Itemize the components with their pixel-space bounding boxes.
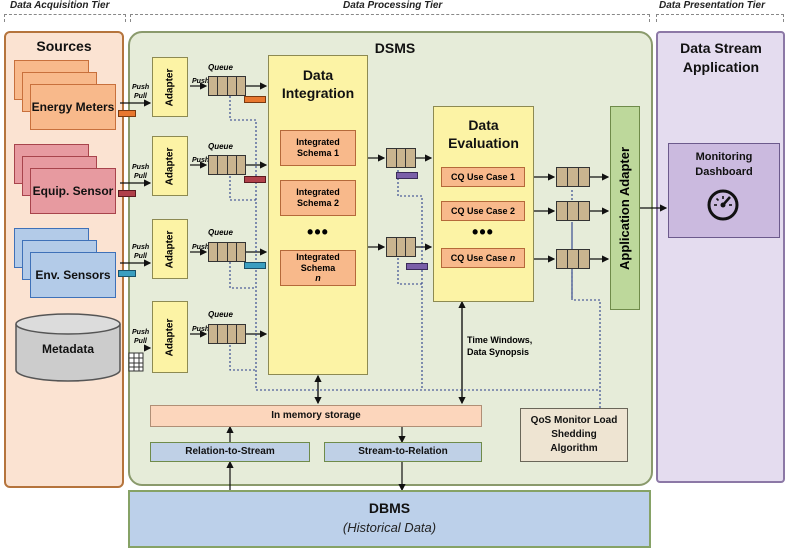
metadata-cylinder xyxy=(15,313,121,382)
schema-n-suffix: n xyxy=(315,273,321,284)
tier-label-presentation: Data Presentation Tier xyxy=(659,0,765,11)
input-queue-1 xyxy=(208,76,246,96)
qos-monitor[interactable]: QoS Monitor Load Shedding Algorithm xyxy=(520,408,628,462)
time-windows-label: Time Windows, Data Synopsis xyxy=(467,335,533,357)
application-adapter[interactable]: Application Adapter xyxy=(610,106,640,310)
cq-n-prefix: CQ Use Case xyxy=(450,252,508,263)
data-evaluation-title: Data Evaluation xyxy=(448,117,519,151)
output-queue-3 xyxy=(556,249,590,269)
dbms-title: DBMS xyxy=(368,500,411,516)
adapter-equip[interactable]: Adapter xyxy=(152,136,188,196)
queue-label-1: Queue xyxy=(208,63,233,72)
sources-title: Sources xyxy=(36,38,92,54)
equip-sensor-box: Equip. Sensor xyxy=(30,168,116,214)
queue-push-label-2: Push xyxy=(192,157,210,164)
output-queue-2 xyxy=(556,201,590,221)
queue-push-label-1: Push xyxy=(192,78,210,85)
mid-queue-tap-1 xyxy=(396,172,418,179)
dbms-panel[interactable] xyxy=(128,490,651,548)
gauge-icon xyxy=(707,189,739,221)
input-queue-4 xyxy=(208,324,246,344)
adapter-label: Adapter xyxy=(164,318,176,356)
pull-label-1: Pull xyxy=(134,93,147,100)
application-adapter-label: Application Adapter xyxy=(617,146,633,270)
metadata-table-icon xyxy=(128,352,144,372)
dbms-subtitle: (Historical Data) xyxy=(342,520,437,535)
tier-brace-acquisition xyxy=(4,14,126,22)
tier-label-acquisition: Data Acquisition Tier xyxy=(10,0,110,11)
input-queue-3 xyxy=(208,242,246,262)
mid-queue-1 xyxy=(386,148,416,168)
monitoring-dashboard-label: Monitoring Dashboard xyxy=(695,151,753,178)
env-tap xyxy=(118,270,136,277)
data-integration-title: Data Integration xyxy=(281,67,355,101)
push-label-4: Push xyxy=(132,329,150,336)
schema-ellipsis: ••• xyxy=(307,222,329,242)
relation-to-stream[interactable]: Relation-to-Stream xyxy=(150,442,310,462)
pull-label-2: Pull xyxy=(134,173,147,180)
energy-meters-box: Energy Meters xyxy=(30,84,116,130)
tier-brace-processing xyxy=(130,14,650,22)
queue-tap-2 xyxy=(244,176,266,183)
metadata-label: Metadata xyxy=(41,342,94,356)
push-label-3: Push xyxy=(132,244,150,251)
stream-to-relation[interactable]: Stream-to-Relation xyxy=(324,442,482,462)
input-queue-2 xyxy=(208,155,246,175)
cq-use-case-1[interactable]: CQ Use Case 1 xyxy=(441,167,525,187)
cq-n-suffix: n xyxy=(509,252,516,263)
queue-tap-1 xyxy=(244,96,266,103)
dsms-title: DSMS xyxy=(374,40,416,56)
pull-label-4: Pull xyxy=(134,338,147,345)
queue-push-label-4: Push xyxy=(192,326,210,333)
queue-push-label-3: Push xyxy=(192,244,210,251)
energy-tap xyxy=(118,110,136,117)
integrated-schema-1[interactable]: Integrated Schema 1 xyxy=(280,130,356,166)
push-label-1: Push xyxy=(132,84,150,91)
tier-label-processing: Data Processing Tier xyxy=(343,0,443,11)
cq-ellipsis: ••• xyxy=(472,222,494,242)
queue-label-3: Queue xyxy=(208,228,233,237)
queue-label-4: Queue xyxy=(208,310,233,319)
schema-n-prefix: Integrated Schema xyxy=(296,251,340,273)
application-title: Data Stream Application xyxy=(680,40,762,75)
push-label-2: Push xyxy=(132,164,150,171)
queue-tap-3 xyxy=(244,262,266,269)
adapter-env[interactable]: Adapter xyxy=(152,219,188,279)
adapter-label: Adapter xyxy=(164,68,176,106)
equip-tap xyxy=(118,190,136,197)
cq-use-case-2[interactable]: CQ Use Case 2 xyxy=(441,201,525,221)
integrated-schema-2[interactable]: Integrated Schema 2 xyxy=(280,180,356,216)
queue-label-2: Queue xyxy=(208,142,233,151)
adapter-label: Adapter xyxy=(164,230,176,268)
output-queue-1 xyxy=(556,167,590,187)
in-memory-storage[interactable]: In memory storage xyxy=(150,405,482,427)
mid-queue-2 xyxy=(386,237,416,257)
adapter-label: Adapter xyxy=(164,147,176,185)
tier-brace-presentation xyxy=(656,14,784,22)
mid-queue-tap-2 xyxy=(406,263,428,270)
env-sensors-box: Env. Sensors xyxy=(30,252,116,298)
cq-use-case-n[interactable]: CQ Use Case n xyxy=(441,248,525,268)
adapter-energy[interactable]: Adapter xyxy=(152,57,188,117)
adapter-metadata[interactable]: Adapter xyxy=(152,301,188,373)
pull-label-3: Pull xyxy=(134,253,147,260)
application-panel xyxy=(656,31,785,483)
